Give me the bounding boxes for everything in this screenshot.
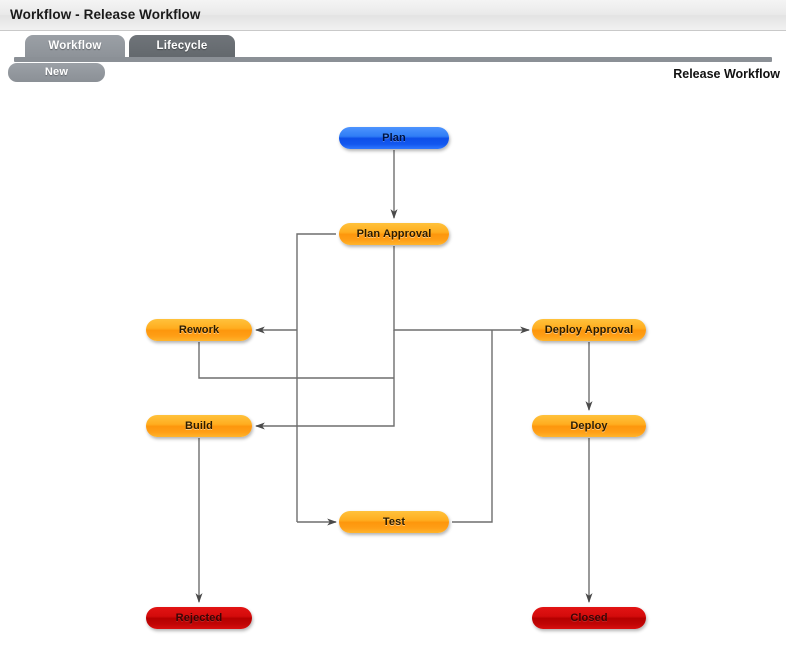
edge-rework-to-build xyxy=(198,342,394,379)
new-button[interactable]: New xyxy=(8,63,105,82)
window-title-bar: Workflow - Release Workflow xyxy=(0,0,786,31)
node-test[interactable]: Test xyxy=(339,511,449,533)
edge-plan-approval-to-deploy-approval xyxy=(393,246,530,334)
window-title: Workflow - Release Workflow xyxy=(10,7,201,22)
node-deploy-approval[interactable]: Deploy Approval xyxy=(532,319,646,341)
node-build[interactable]: Build xyxy=(146,415,252,437)
canvas-title: Release Workflow xyxy=(673,67,780,81)
node-closed[interactable]: Closed xyxy=(532,607,646,629)
node-deploy[interactable]: Deploy xyxy=(532,415,646,437)
node-plan[interactable]: Plan xyxy=(339,127,449,149)
tab-separator-rule xyxy=(14,57,772,62)
workflow-connectors xyxy=(195,150,593,603)
edge-bus-left-vertical xyxy=(296,233,336,522)
workflow-diagram-canvas[interactable]: Plan Plan Approval Rework Deploy Approva… xyxy=(0,88,786,653)
node-rejected[interactable]: Rejected xyxy=(146,607,252,629)
edge-test-to-deploy-approval xyxy=(452,330,493,523)
tab-lifecycle[interactable]: Lifecycle xyxy=(129,35,235,58)
tab-workflow[interactable]: Workflow xyxy=(25,35,125,58)
edge-plan-approval-to-build xyxy=(255,330,395,430)
node-plan-approval[interactable]: Plan Approval xyxy=(339,223,449,245)
node-rework[interactable]: Rework xyxy=(146,319,252,341)
tab-strip: Workflow Lifecycle xyxy=(0,31,786,58)
